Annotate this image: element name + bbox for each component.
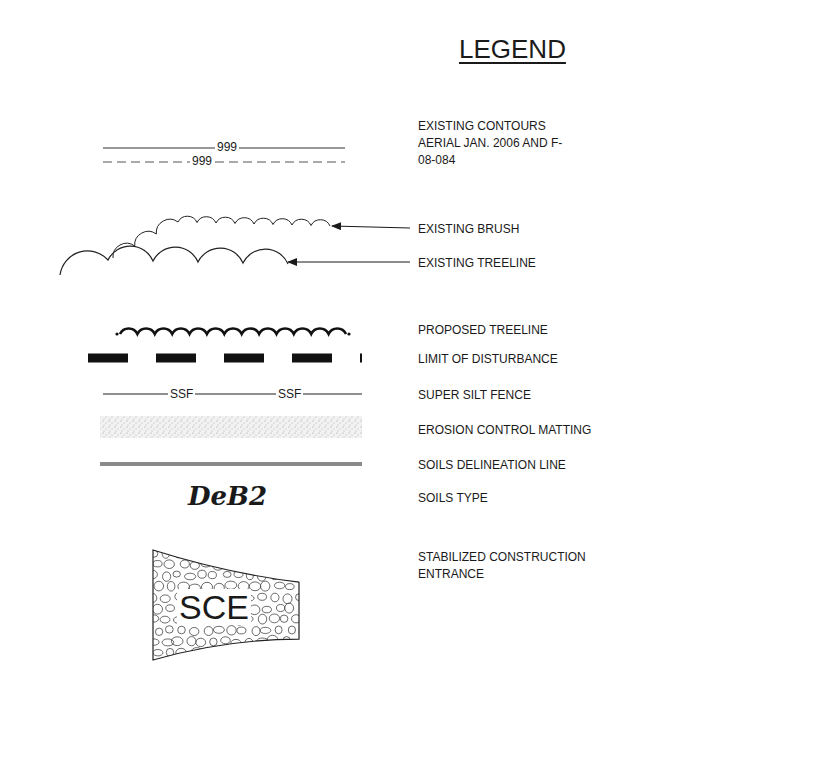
silt-fence-line (103, 393, 362, 394)
treeline-symbol (60, 246, 288, 275)
leader-arrow (288, 261, 410, 262)
entrance-label: SCE (177, 589, 251, 625)
proposed-treeline-symbol (120, 328, 346, 334)
end-dot (347, 332, 350, 335)
legend-text: EXISTING TREELINE (418, 255, 638, 272)
line-label: SSF (276, 388, 303, 401)
legend-text: EXISTING BRUSH (418, 221, 638, 238)
legend-text: EXISTING CONTOURS AERIAL JAN. 2006 AND F… (418, 118, 568, 169)
legend-text: STABILIZED CONSTRUCTION ENTRANCE (418, 549, 593, 583)
legend-text: SOILS DELINEATION LINE (418, 457, 638, 474)
legend-text: SUPER SILT FENCE (418, 387, 638, 404)
legend-text: SOILS TYPE (418, 490, 638, 507)
contour-line-dashed (103, 162, 345, 163)
end-dot (115, 332, 118, 335)
leader-arrow (332, 226, 410, 228)
legend-text: LIMIT OF DISTURBANCE (418, 351, 638, 368)
legend-title: LEGEND (459, 34, 566, 65)
legend-text: EROSION CONTROL MATTING (418, 422, 638, 439)
construction-entrance: SCE (150, 548, 302, 662)
line-label: 999 (215, 141, 239, 154)
soils-delineation (100, 462, 362, 466)
erosion-matting (100, 416, 362, 438)
limit-of-disturbance (88, 354, 362, 363)
line-label: SSF (168, 388, 195, 401)
line-label: 999 (190, 155, 214, 168)
legend-text: PROPOSED TREELINE (418, 322, 638, 339)
soil-symbol: DeB2 (186, 482, 269, 511)
